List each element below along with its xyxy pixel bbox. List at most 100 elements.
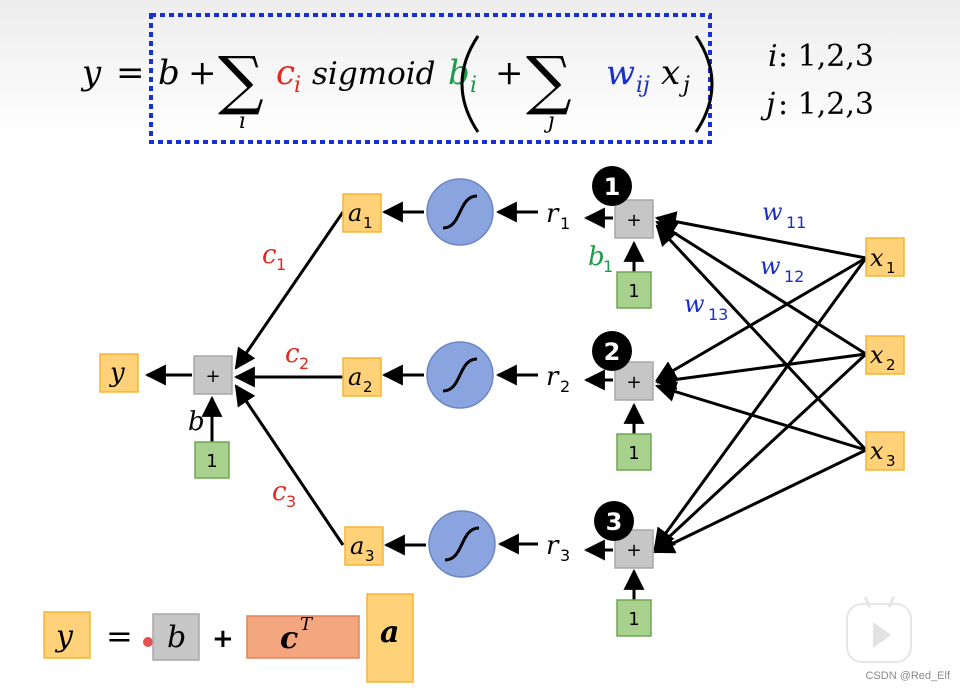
input-x1: x 1 [865,237,905,277]
formula-c-sub: i [294,73,301,98]
edge-a1-output-sum [234,211,345,370]
svg-text:c: c [272,477,287,507]
vector-eq-plus: + [212,624,234,654]
formula-sum-i-index: i [239,109,246,134]
svg-text:1: 1 [628,609,639,630]
svg-text:3: 3 [886,452,896,470]
vector-eq-a-box [366,593,414,683]
formula-bi-sub: i [470,73,477,98]
svg-text:r: r [546,362,560,392]
edge-x1-n1 [654,211,867,260]
svg-text:x: x [870,437,884,465]
svg-text:1: 1 [628,443,639,464]
svg-text:2: 2 [299,354,309,373]
svg-text:y: y [109,358,125,388]
formula-highlight-box [149,13,712,144]
svg-text:r: r [546,199,560,229]
index-j-values: : 1,2,3 [778,87,874,122]
activation-a2: a 2 [342,357,382,397]
activation-a3: a 3 [344,526,384,566]
svg-text:1: 1 [276,255,286,274]
svg-text:a: a [348,363,362,391]
edge-x1-n2 [655,256,867,382]
cursor-dot [143,637,153,647]
bias-one-box-1: 1 [616,271,652,309]
formula-left-paren [460,35,480,133]
formula-sigmoid: sigmoid [312,56,436,92]
play-button[interactable] [846,595,912,663]
svg-text:a: a [348,199,362,227]
svg-text:w: w [684,290,705,318]
svg-text:+: + [626,372,641,393]
vector-eq-y-box [43,611,91,659]
formula-b: b [158,53,180,93]
svg-text:1: 1 [886,259,896,277]
sigmoid-node-1 [426,178,494,246]
svg-text:a: a [350,532,364,560]
svg-text:1: 1 [603,257,613,276]
edge-a3-output-sum [234,384,345,546]
formula-sum-i: ∑ [218,44,264,118]
index-i-values: : 1,2,3 [778,39,874,74]
vector-eq-b-box [152,613,200,661]
svg-text:x: x [870,341,884,369]
svg-text:2: 2 [560,377,570,396]
formula-x: x [661,53,680,93]
bias-one-box-2: 1 [616,433,652,471]
weight-c2-label: c 2 [285,339,309,373]
weight-c3-label: c 3 [272,477,296,511]
edge-x3-n1 [655,224,868,452]
edge-x1-n3 [653,257,868,550]
edge-x2-n2 [654,352,867,390]
bias-one-box-3: 1 [616,599,652,637]
edge-x2-n1 [655,220,867,356]
weight-w12-label: w 12 [760,252,804,286]
svg-text:c: c [262,240,277,270]
weight-w13-label: w 13 [684,290,728,324]
svg-text:x: x [870,244,884,272]
svg-text:13: 13 [708,305,728,324]
edge-x2-n3 [653,352,868,552]
svg-text:11: 11 [786,213,806,232]
neuron-number-1: 1 [592,166,632,206]
watermark: CSDN @Red_Elf [865,670,950,682]
neuron-number-2: 2 [592,331,632,371]
svg-text:2: 2 [604,338,621,366]
svg-text:3: 3 [286,492,296,511]
svg-text:+: + [626,210,641,231]
svg-text:1: 1 [206,451,217,472]
svg-text:c: c [285,339,300,369]
activation-a1: a 1 [342,193,382,233]
index-i-label: i [768,39,778,74]
svg-text:w: w [760,252,781,280]
output-bias-one-box: 1 [194,441,230,479]
bias-b1-label: b 1 [588,242,613,276]
svg-text:3: 3 [560,546,570,565]
edge-x3-n3 [653,448,867,554]
svg-text:1: 1 [628,281,639,302]
formula-w: w [606,53,635,93]
formula-plus-2: + [495,53,524,93]
sigmoid-node-2 [426,341,494,409]
formula-sum-j: ∑ [526,44,572,118]
formula-right-paren [694,35,714,133]
output-sum-node: + [193,355,233,395]
output-y-node: y [99,353,139,393]
weight-c1-label: c 1 [262,240,286,274]
svg-text:3: 3 [365,547,375,565]
neuron-number-3: 3 [594,501,634,541]
vector-equation: y = b + c T a [43,593,414,683]
svg-text:2: 2 [363,378,373,396]
vector-eq-a: a [380,615,399,650]
svg-text:b: b [188,407,205,437]
edge-x3-n2 [654,381,867,452]
svg-text:+: + [205,366,220,387]
svg-text:1: 1 [604,173,621,201]
weight-w11-label: w 11 [762,198,806,232]
svg-text:12: 12 [784,267,804,286]
formula-w-sub: ij [636,73,650,98]
play-icon [873,622,891,648]
formula-background [0,0,960,140]
vector-eq-b: b [167,620,186,655]
